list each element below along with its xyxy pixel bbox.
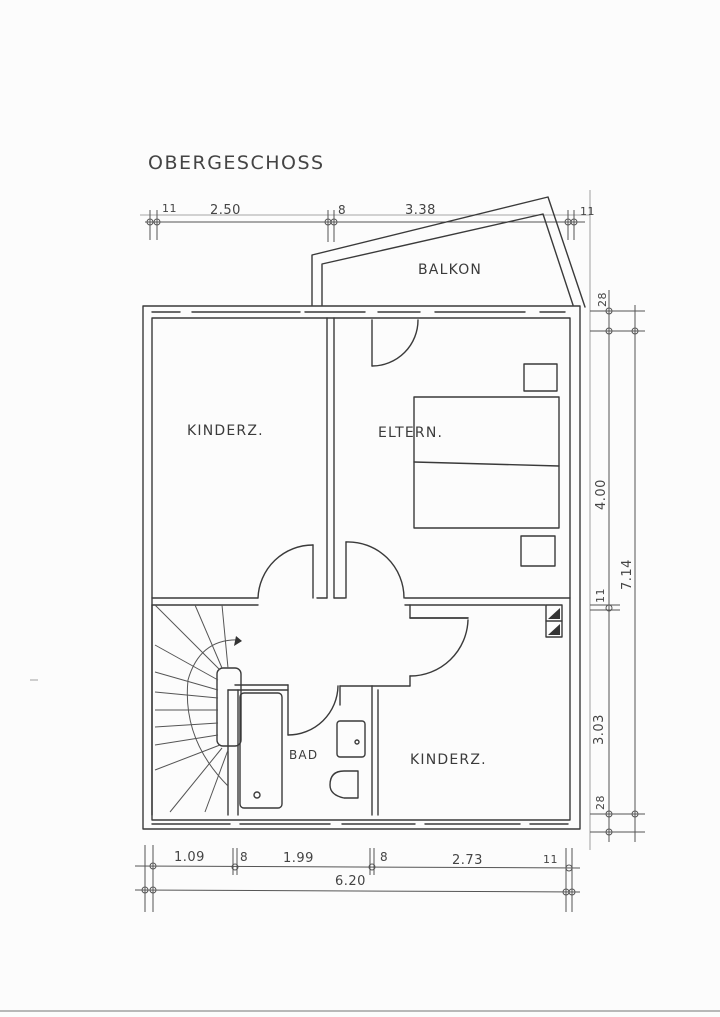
dim-right-4: 28 bbox=[594, 795, 607, 810]
sheet-edge-line bbox=[0, 1010, 720, 1012]
room-label-eltern: ELTERN. bbox=[378, 425, 444, 441]
dim-top-2: 8 bbox=[338, 203, 347, 217]
dim-bottom-2: 1.99 bbox=[283, 851, 314, 866]
interior-walls bbox=[151, 317, 571, 816]
balcony-outline bbox=[311, 196, 586, 308]
bottom-dimension-line bbox=[134, 845, 581, 912]
dim-right-0: 28 bbox=[596, 292, 609, 307]
right-dimension-line bbox=[590, 290, 645, 842]
sink bbox=[336, 720, 366, 758]
dim-bottom-5: 11 bbox=[543, 853, 558, 866]
room-label-kinderz-1: KINDERZ. bbox=[187, 423, 264, 439]
toilet bbox=[329, 770, 359, 799]
staircase bbox=[151, 604, 242, 816]
dim-bottom-total: 6.20 bbox=[335, 874, 366, 889]
dim-bottom-3: 8 bbox=[380, 850, 389, 864]
room-label-bad: BAD bbox=[289, 748, 319, 762]
dim-top-4: 11 bbox=[580, 205, 595, 218]
dim-bottom-1: 8 bbox=[240, 850, 249, 864]
dim-top-3: 3.38 bbox=[405, 203, 436, 218]
furniture bbox=[239, 363, 560, 809]
construction-lines bbox=[30, 190, 591, 850]
dim-top-1: 2.50 bbox=[210, 203, 241, 218]
dim-right-1: 4.00 bbox=[594, 479, 609, 510]
nightstand-bottom bbox=[520, 535, 556, 567]
room-label-balkon: BALKON bbox=[418, 262, 483, 278]
dim-bottom-4: 2.73 bbox=[452, 853, 483, 868]
bathtub bbox=[239, 692, 283, 809]
dim-top-0: 11 bbox=[162, 202, 177, 215]
exterior-walls bbox=[142, 305, 581, 830]
dim-right-3: 3.03 bbox=[592, 714, 607, 745]
dim-right-total: 7.14 bbox=[620, 559, 635, 590]
top-dimension-line bbox=[145, 210, 585, 242]
drawing-title: OBERGESCHOSS bbox=[148, 152, 325, 174]
doors bbox=[257, 319, 469, 736]
dim-right-2: 11 bbox=[594, 588, 607, 603]
nightstand-top bbox=[523, 363, 558, 392]
dim-bottom-0: 1.09 bbox=[174, 850, 205, 865]
room-label-kinderz-2: KINDERZ. bbox=[410, 752, 487, 768]
